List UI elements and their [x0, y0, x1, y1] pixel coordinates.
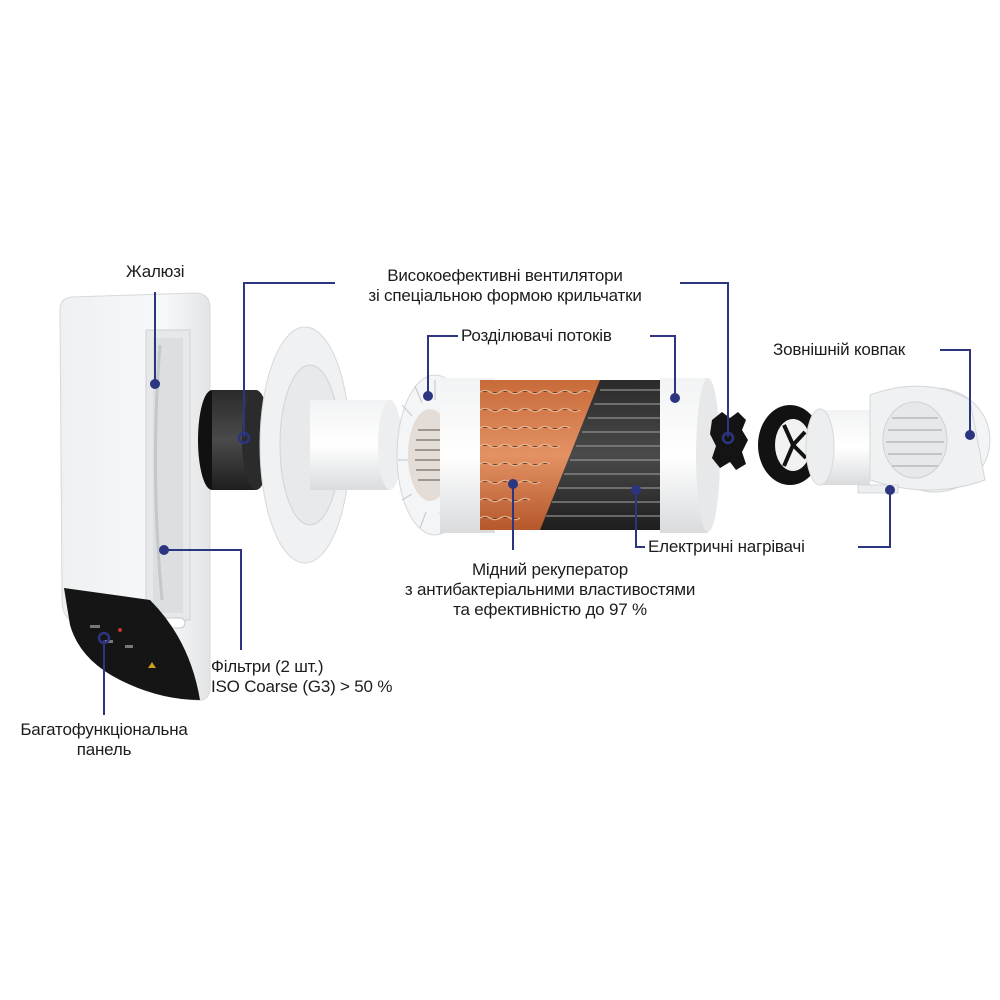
- label-copper-recuperator-line-3: та ефективністю до 97 %: [453, 600, 647, 619]
- label-copper-recuperator-line-2: з антибактеріальними властивостями: [404, 580, 696, 599]
- label-outer-hood: Зовнішній ковпак: [773, 340, 905, 360]
- telescopic-tube: [805, 408, 870, 486]
- label-control-panel-line-2: панель: [76, 740, 132, 759]
- label-fans: Високоефективні вентилятори зі спеціальн…: [340, 266, 670, 306]
- label-copper-recuperator: Мідний рекуператор з антибактеріальними …: [400, 560, 700, 620]
- front-panel: [59, 292, 211, 701]
- label-control-panel-line-1: Багатофункціональна: [20, 720, 188, 739]
- label-filters-line-2: ISO Coarse (G3) > 50 %: [211, 677, 393, 696]
- mounting-flange: [259, 326, 402, 564]
- label-flow-dividers: Розділювачі потоків: [461, 326, 612, 346]
- label-louvers: Жалюзі: [126, 262, 185, 282]
- label-louvers-text: Жалюзі: [126, 262, 185, 281]
- leader-lines: [103, 282, 971, 715]
- leader-dots: [97, 379, 975, 645]
- label-flow-dividers-text: Розділювачі потоків: [461, 326, 612, 345]
- label-fans-line-1: Високоефективні вентилятори: [387, 266, 623, 285]
- label-fans-line-2: зі спеціальною формою крильчатки: [368, 286, 642, 305]
- recuperator-cylinder: [396, 374, 720, 536]
- label-filters: Фільтри (2 шт.) ISO Coarse (G3) > 50 %: [211, 657, 392, 697]
- label-filters-line-1: Фільтри (2 шт.): [211, 657, 324, 676]
- label-electric-heaters: Електричні нагрівачі: [648, 537, 805, 557]
- label-control-panel: Багатофункціональна панель: [0, 720, 208, 760]
- label-copper-recuperator-line-1: Мідний рекуператор: [471, 560, 629, 579]
- label-outer-hood-text: Зовнішній ковпак: [773, 340, 905, 359]
- label-electric-heaters-text: Електричні нагрівачі: [648, 537, 805, 556]
- outer-hood-shape: [857, 385, 991, 494]
- rear-fan: [710, 405, 822, 485]
- black-fan-motor: [198, 390, 270, 490]
